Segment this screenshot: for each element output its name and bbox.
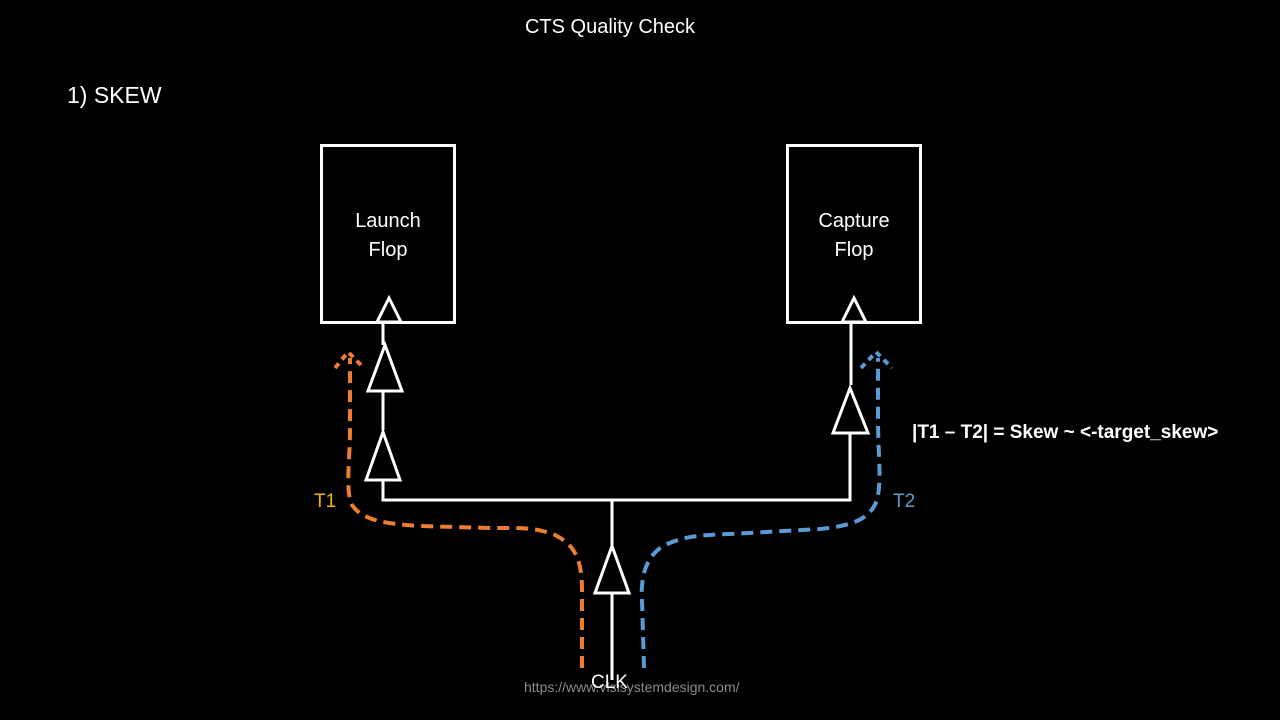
capture-buffer-icon — [830, 383, 871, 435]
trunk-wire — [381, 432, 852, 502]
t1-arrowhead-icon — [333, 349, 366, 370]
launch-flop-label: Launch Flop — [323, 207, 453, 265]
launch-clock-pin-icon — [374, 294, 404, 324]
t2-label: T2 — [893, 491, 916, 512]
launch-flop: Launch Flop — [320, 144, 456, 324]
section-heading: 1) SKEW — [67, 82, 162, 108]
slide-title: CTS Quality Check — [524, 16, 696, 38]
capture-clock-pin-icon — [839, 294, 869, 324]
t1-path — [346, 358, 584, 668]
capture-flop-label-line2: Flop — [834, 239, 874, 261]
watermark-url: https://www.vlsisystemdesign.com/ — [524, 679, 740, 695]
launch-buffer-1-icon — [363, 427, 403, 482]
root-buffer-icon — [592, 541, 632, 595]
t2-arrowhead-icon — [859, 349, 894, 370]
capture-flop: Capture Flop — [786, 144, 922, 324]
t1-label: T1 — [314, 491, 337, 512]
capture-flop-label: Capture Flop — [789, 207, 919, 265]
clk-label: CLK — [591, 672, 628, 693]
capture-flop-label-line1: Capture — [818, 210, 890, 232]
launch-flop-label-line1: Launch — [355, 210, 421, 232]
skew-formula: |T1 – T2| = Skew ~ <-target_skew> — [912, 422, 1219, 443]
launch-buffer-2-icon — [365, 340, 405, 393]
launch-flop-label-line2: Flop — [368, 239, 408, 261]
